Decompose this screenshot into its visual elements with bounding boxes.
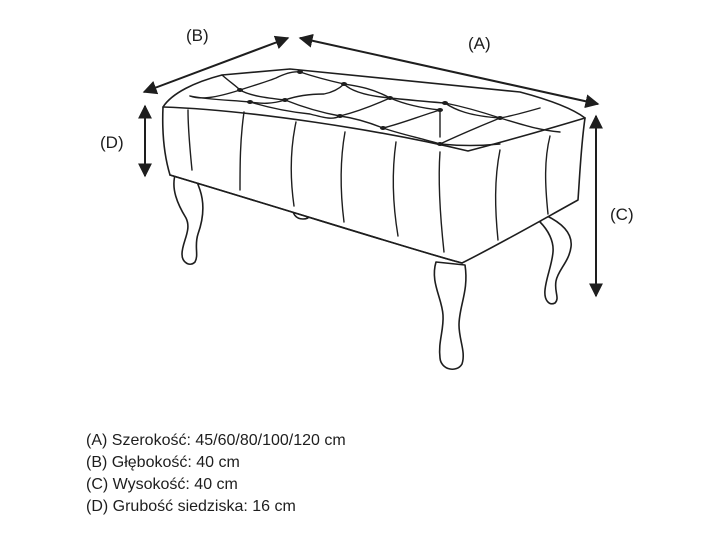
dimension-a-arrow	[298, 33, 600, 109]
label-a: (A)	[468, 34, 491, 53]
dimensions-legend: (A) Szerokość: 45/60/80/100/120 cm (B) G…	[86, 430, 346, 518]
label-b: (B)	[186, 26, 209, 45]
legend-depth: (B) Głębokość: 40 cm	[86, 454, 240, 471]
front-center-leg	[433, 261, 467, 371]
label-d: (D)	[100, 133, 124, 152]
seat-cushion	[161, 68, 586, 264]
label-c: (C)	[610, 205, 634, 224]
dimension-b-arrow	[142, 35, 290, 95]
front-left-leg	[173, 171, 204, 265]
legend-width: (A) Szerokość: 45/60/80/100/120 cm	[86, 432, 346, 449]
back-right-leg	[539, 214, 572, 305]
legend-height: (C) Wysokość: 40 cm	[86, 476, 238, 493]
ottoman-dimension-drawing	[138, 33, 603, 371]
legend-seat-thickness: (D) Grubość siedziska: 16 cm	[86, 498, 296, 515]
